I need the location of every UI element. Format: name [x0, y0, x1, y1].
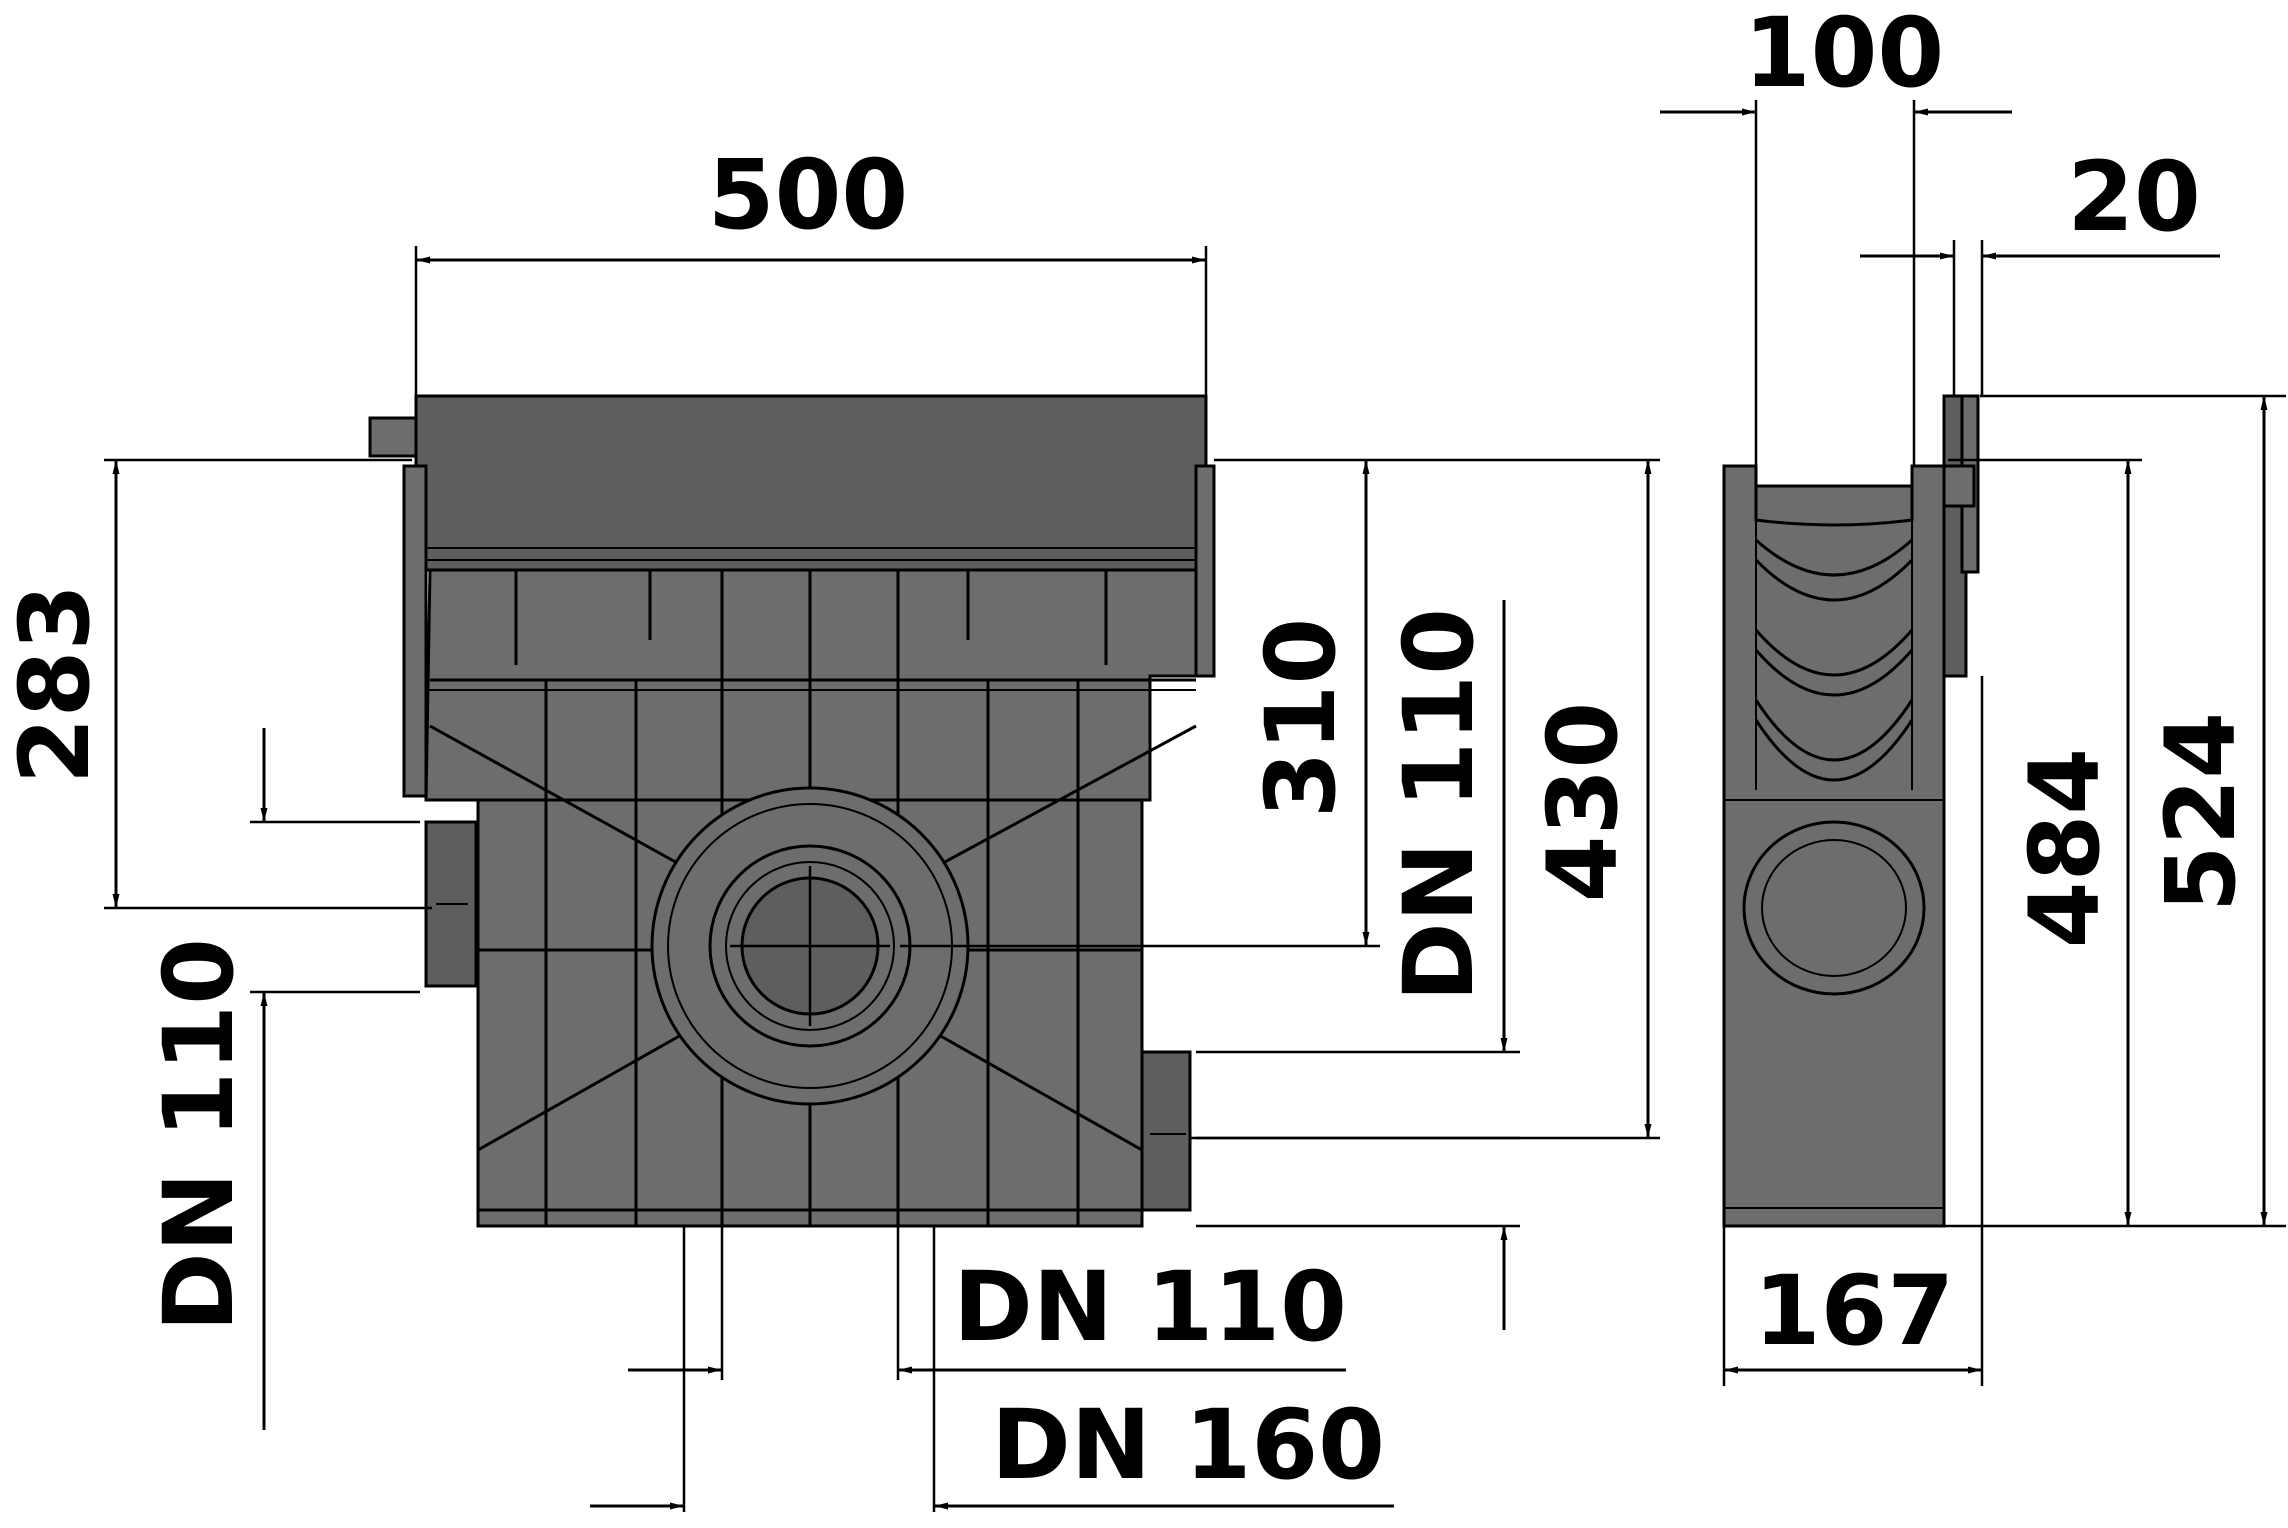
- front-ribs: [429, 570, 1197, 1226]
- front-grate: [414, 394, 1208, 572]
- dim-100: 100: [1744, 0, 1944, 109]
- front-outlet: [650, 786, 970, 1106]
- dim-20: 20: [2067, 141, 2201, 253]
- dim-310: 310: [1245, 618, 1357, 818]
- front-right-inlet: [1140, 1050, 1192, 1212]
- front-handle: [368, 416, 418, 458]
- dim-dn160-bottom: DN 160: [991, 1389, 1385, 1501]
- dim-dn110-left: DN 110: [143, 938, 255, 1332]
- dim-dn110-right: DN 110: [1383, 608, 1495, 1002]
- front-view: [368, 394, 1216, 1228]
- dim-524: 524: [2145, 712, 2257, 912]
- dim-484: 484: [2009, 748, 2121, 948]
- dim-500: 500: [708, 139, 908, 251]
- side-knockout: [1742, 820, 1926, 996]
- dim-dn110-bottom: DN 110: [953, 1251, 1347, 1363]
- dim-430: 430: [1527, 702, 1639, 902]
- side-view: [1722, 394, 1980, 1228]
- dim-167: 167: [1754, 1255, 1954, 1367]
- dimension-labels: 500 283 DN 110 310 DN 110 430 DN 110 DN …: [0, 0, 2257, 1501]
- dim-283: 283: [0, 584, 111, 784]
- dimension-lines: [104, 100, 2286, 1512]
